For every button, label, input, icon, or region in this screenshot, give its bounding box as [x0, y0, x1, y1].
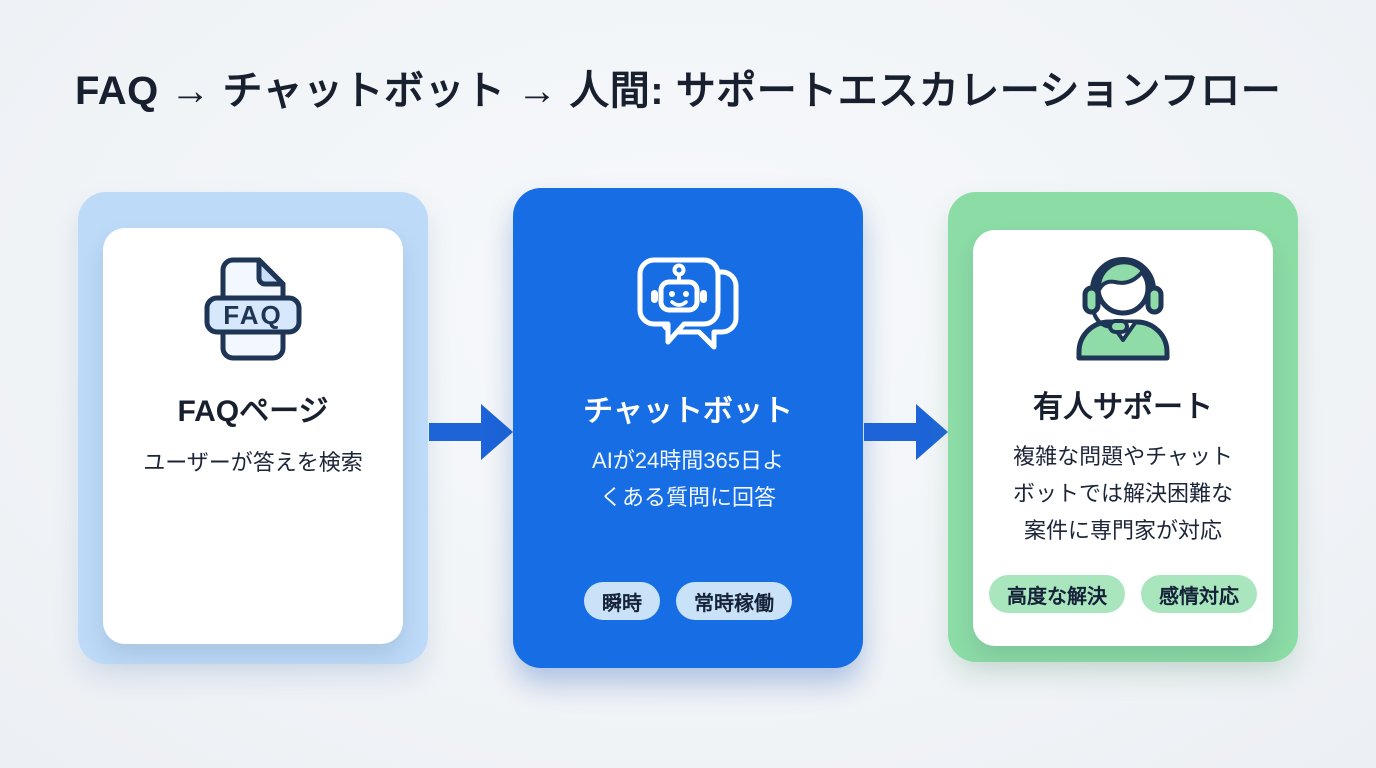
chatbot-icon — [632, 252, 744, 358]
faq-icon-text: FAQ — [223, 300, 282, 330]
human-support-badges: 高度な解決 感情対応 — [989, 575, 1257, 613]
chatbot-description-line-1: AIが24時間365日よ — [592, 448, 784, 473]
chatbot-card-title: チャットボット — [583, 395, 793, 428]
chatbot-card-description: AIが24時間365日よ くある質問に回答 — [592, 442, 784, 516]
human-support-card-title: 有人サポート — [1033, 391, 1213, 424]
support-agent-icon — [1067, 248, 1179, 362]
page-title: FAQ → チャットボット → 人間: サポートエスカレーションフロー — [75, 69, 1282, 113]
flow-arrow-icon — [429, 404, 513, 460]
badge-advanced-resolution: 高度な解決 — [989, 575, 1125, 613]
human-support-description-line-1: 複雑な問題やチャット — [1013, 444, 1233, 469]
human-support-card-description: 複雑な問題やチャット ボットでは解決困難な 案件に専門家が対応 — [1013, 438, 1233, 549]
chatbot-description-line-2: くある質問に回答 — [599, 485, 776, 510]
flow-arrow-icon — [864, 404, 948, 460]
badge-always-on: 常時稼働 — [676, 582, 792, 620]
human-support-card: 有人サポート 複雑な問題やチャット ボットでは解決困難な 案件に専門家が対応 高… — [973, 230, 1273, 646]
faq-card-container: FAQ FAQページ ユーザーが答えを検索 — [78, 192, 428, 664]
faq-document-icon: FAQ — [201, 256, 305, 364]
chatbot-badges: 瞬時 常時稼働 — [584, 582, 792, 620]
faq-card-title: FAQページ — [177, 395, 329, 428]
human-support-description-line-3: 案件に専門家が対応 — [1023, 518, 1222, 543]
faq-card: FAQ FAQページ ユーザーが答えを検索 — [103, 228, 403, 644]
chatbot-card: チャットボット AIが24時間365日よ くある質問に回答 瞬時 常時稼働 — [513, 188, 863, 668]
human-support-description-line-2: ボットでは解決困難な — [1012, 481, 1233, 506]
human-support-card-container: 有人サポート 複雑な問題やチャット ボットでは解決困難な 案件に専門家が対応 高… — [948, 192, 1298, 662]
badge-emotional-response: 感情対応 — [1141, 575, 1257, 613]
badge-instant: 瞬時 — [584, 582, 660, 620]
faq-card-description: ユーザーが答えを検索 — [143, 450, 363, 475]
